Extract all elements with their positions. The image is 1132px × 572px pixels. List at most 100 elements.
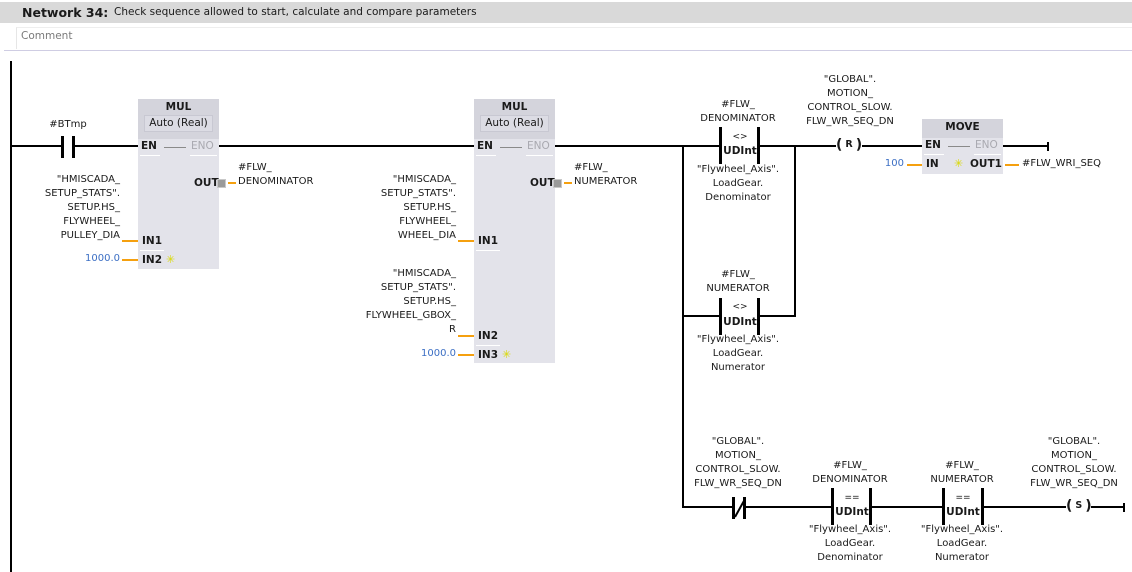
move-pin-en: EN — [925, 139, 941, 151]
mul1-in2-value[interactable]: 1000.0 — [85, 253, 120, 264]
en-eno-line — [164, 147, 186, 148]
pin-underline — [924, 154, 944, 155]
cmp-datatype: UDInt — [723, 145, 757, 157]
nc-slash-icon — [734, 498, 746, 518]
move-name: MOVE — [945, 121, 980, 133]
coil-reset[interactable]: (R) — [836, 137, 863, 153]
mul1-out-operand[interactable]: #FLW_ DENOMINATOR — [238, 162, 314, 187]
wire — [760, 145, 836, 147]
wire — [12, 145, 62, 147]
mul2-out-operand[interactable]: #FLW_ NUMERATOR — [574, 162, 638, 187]
mul1-pin-out: OUT — [194, 177, 219, 189]
move-in-value[interactable]: 100 — [884, 158, 904, 169]
cmp-ne-num-bottom-operand[interactable]: "Flywheel_Axis". LoadGear. Numerator — [696, 334, 780, 373]
contact-right-bar — [72, 136, 75, 158]
move-pin-eno: ENO — [975, 139, 998, 151]
mul1-name: MUL — [165, 101, 192, 113]
param-wire — [907, 164, 922, 166]
en-eno-line — [500, 147, 522, 148]
mul2-type-selector[interactable]: Auto (Real) — [480, 115, 549, 132]
compare-left-bar — [831, 488, 834, 525]
cmp-eq-num-bottom-operand[interactable]: "Flywheel_Axis". LoadGear. Numerator — [920, 524, 1004, 563]
mul2-pin-in1: IN1 — [478, 235, 499, 247]
pin-underline — [476, 155, 496, 156]
network-comment-field[interactable]: Comment — [16, 27, 1132, 49]
network-header[interactable]: Network 34: Check sequence allowed to st… — [0, 2, 1132, 23]
mul1-in1-operand[interactable]: "HMISCADA_ SETUP_STATS". SETUP.HS_ FLYWH… — [44, 174, 120, 241]
output-marker-icon — [217, 179, 226, 188]
pin-underline — [140, 250, 164, 251]
output-marker-icon — [553, 179, 562, 188]
branch-rail-left — [682, 145, 684, 507]
compare-left-bar — [719, 298, 722, 335]
contact-nc-operand[interactable]: "GLOBAL". MOTION_ CONTROL_SLOW. FLW_WR_S… — [694, 436, 782, 489]
coil-set-operand[interactable]: "GLOBAL". MOTION_ CONTROL_SLOW. FLW_WR_S… — [1030, 436, 1118, 489]
param-wire — [122, 240, 138, 242]
compare-right-bar — [757, 127, 760, 164]
compare-left-bar — [942, 488, 945, 525]
mul1-type-selector[interactable]: Auto (Real) — [144, 115, 213, 132]
contact-btmp-operand: #BTmp — [49, 119, 87, 130]
contact-left-bar — [732, 497, 735, 519]
cmp-eq-den-bottom-operand[interactable]: "Flywheel_Axis". LoadGear. Denominator — [808, 524, 892, 563]
mul1-pin-in2: IN2 — [142, 254, 163, 266]
move-out1-operand[interactable]: #FLW_WRI_SEQ — [1022, 158, 1101, 169]
rung-end — [1047, 142, 1049, 151]
cmp-datatype: UDInt — [835, 506, 869, 518]
pin-underline — [974, 154, 1001, 155]
add-input-icon[interactable]: ✳ — [166, 253, 176, 266]
move-pin-in: IN — [926, 158, 939, 170]
rung-end — [1123, 503, 1125, 512]
wire — [1091, 506, 1123, 508]
coil-set[interactable]: (S) — [1066, 498, 1092, 514]
mul2-in1-operand[interactable]: "HMISCADA_ SETUP_STATS". SETUP.HS_ FLYWH… — [380, 174, 456, 241]
pin-underline — [140, 155, 160, 156]
network-number: Network 34: — [22, 5, 109, 20]
pin-underline — [526, 155, 553, 156]
cmp-ne-den-top-operand[interactable]: #FLW_ DENOMINATOR — [700, 99, 776, 124]
cmp-ne-num-top-operand[interactable]: #FLW_ NUMERATOR — [706, 269, 770, 294]
add-output-icon[interactable]: ✳ — [954, 157, 964, 170]
cmp-operator: <> — [732, 302, 748, 312]
contact-right-bar — [743, 497, 746, 519]
cmp-eq-den-top-operand[interactable]: #FLW_ DENOMINATOR — [812, 460, 888, 485]
network-title[interactable]: Check sequence allowed to start, calcula… — [114, 6, 477, 18]
coil-reset-operand[interactable]: "GLOBAL". MOTION_ CONTROL_SLOW. FLW_WR_S… — [806, 74, 894, 127]
param-wire — [458, 335, 474, 337]
compare-left-bar — [719, 127, 722, 164]
contact-left-bar — [61, 136, 64, 158]
wire — [219, 145, 475, 147]
wire — [760, 315, 796, 317]
mul1-pin-eno: ENO — [191, 140, 214, 152]
cmp-eq-num-top-operand[interactable]: #FLW_ NUMERATOR — [930, 460, 994, 485]
mul2-pin-in2: IN2 — [478, 330, 499, 342]
cmp-operator: == — [844, 493, 860, 503]
cmp-datatype: UDInt — [723, 316, 757, 328]
add-input-icon[interactable]: ✳ — [502, 348, 512, 361]
mul2-pin-out: OUT — [530, 177, 555, 189]
mul2-in3-value[interactable]: 1000.0 — [421, 348, 456, 359]
move-header — [922, 119, 1003, 138]
mul2-pin-eno: ENO — [527, 140, 550, 152]
wire — [682, 315, 720, 317]
comment-placeholder: Comment — [21, 30, 73, 42]
param-wire — [122, 259, 138, 261]
mul1-pin-in1: IN1 — [142, 235, 163, 247]
cmp-operator: == — [955, 493, 971, 503]
cmp-ne-den-bottom-operand[interactable]: "Flywheel_Axis". LoadGear. Denominator — [696, 164, 780, 203]
mul2-pin-in3: IN3 — [478, 349, 499, 361]
param-wire — [564, 182, 572, 184]
branch-rail-right — [794, 145, 796, 317]
mul1-block[interactable]: MUL Auto (Real) EN ENO OUT IN1 IN2 ✳ — [138, 99, 226, 269]
param-wire — [1005, 164, 1019, 166]
wire — [555, 145, 720, 147]
separator — [4, 50, 1132, 51]
mul2-block[interactable]: MUL Auto (Real) EN ENO OUT IN1 IN2 IN3 ✳ — [474, 99, 562, 363]
wire — [746, 506, 832, 508]
mul2-in2-operand[interactable]: "HMISCADA_ SETUP_STATS". SETUP.HS_ FLYWH… — [365, 268, 456, 335]
wire — [1003, 145, 1047, 147]
coil-letter: S — [1075, 500, 1083, 511]
param-wire — [458, 240, 474, 242]
move-block[interactable]: MOVE EN ENO IN ✳ OUT1 — [922, 119, 1003, 174]
mul1-pin-en: EN — [141, 140, 157, 152]
